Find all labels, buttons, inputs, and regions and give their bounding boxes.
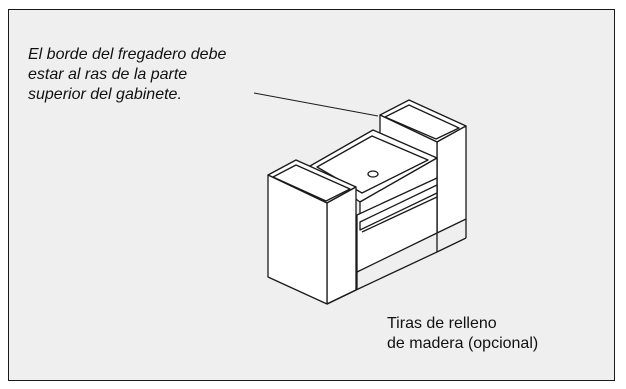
left-cabinet-box	[267, 159, 357, 305]
sink-edge-callout: El borde del fregadero debe estar al ras…	[28, 45, 358, 105]
filler-line-1: Tiras de relleno	[387, 315, 497, 332]
filler-strips-label: Tiras de relleno de madera (opcional)	[387, 314, 607, 354]
callout-line-1: El borde del fregadero debe	[28, 46, 227, 63]
wood-filler-strips	[326, 219, 467, 305]
filler-line-2: de madera (opcional)	[387, 335, 539, 352]
callout-line-3: superior del gabinete.	[28, 86, 182, 103]
callout-leader-line	[253, 92, 379, 117]
sink-drain	[367, 170, 379, 178]
callout-line-2: estar al ras de la parte	[28, 66, 188, 83]
